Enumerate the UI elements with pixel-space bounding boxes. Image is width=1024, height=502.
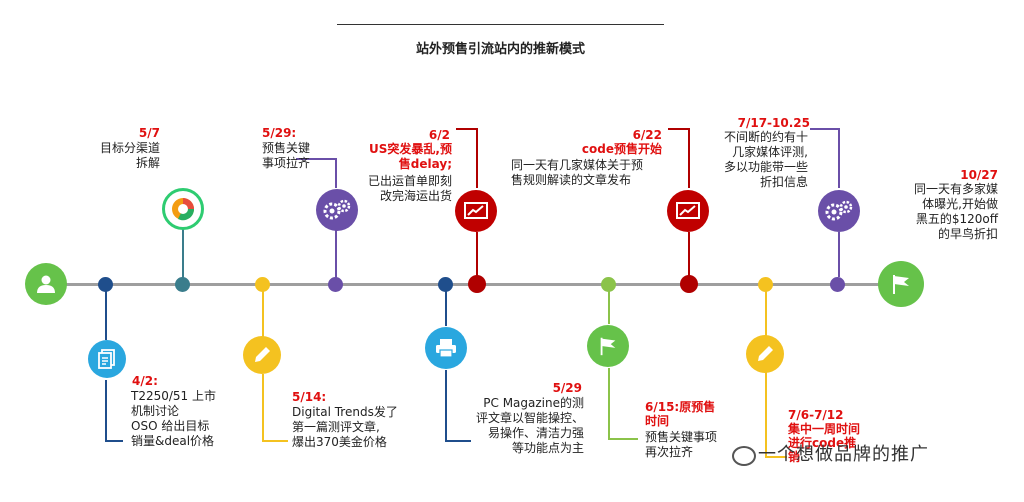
user-icon: [25, 263, 67, 305]
connector-line: [262, 290, 264, 340]
timeline-dot: [98, 277, 113, 292]
connector-line: [688, 128, 690, 188]
connector-line: [765, 290, 767, 336]
timeline-dot: [255, 277, 270, 292]
connector-line: [838, 128, 840, 188]
connector-line: [765, 456, 787, 458]
printer-icon: [425, 327, 467, 369]
connector-line: [262, 440, 288, 442]
connector-line: [810, 128, 839, 130]
event-date: 5/29:: [262, 126, 297, 140]
connector-line: [335, 230, 337, 278]
timeline-dot: [328, 277, 343, 292]
event-text: Digital Trends发了 第一篇测评文章, 爆出370美金价格: [292, 405, 398, 449]
event-text: 同一天有多家媒 体曝光,开始做 黑五的$120off 的早鸟折扣: [913, 182, 998, 241]
timeline-dot: [680, 275, 698, 293]
event-date: 5/14:: [292, 390, 327, 404]
event-text: 目标分渠道 拆解: [99, 141, 160, 170]
connector-line: [445, 290, 447, 326]
connector-line: [105, 380, 107, 440]
flag-icon: [587, 325, 629, 367]
timeline-dot: [601, 277, 616, 292]
connector-line: [445, 440, 471, 442]
event-text: 预售关键 事项拉齐: [262, 141, 311, 170]
connector-line: [456, 128, 477, 130]
timeline-dot: [758, 277, 773, 292]
event-text: PC Magazine的测 评文章以智能操控、 易操作、清洁力强 等功能点为主: [475, 396, 584, 455]
connector-line: [105, 290, 107, 340]
connector-line: [765, 372, 767, 456]
connector-line: [668, 128, 689, 130]
monitor-chart-icon: [455, 190, 497, 232]
connector-line: [445, 370, 447, 440]
connector-line: [476, 128, 478, 188]
watermark: 一个想做品牌的推广: [758, 444, 929, 465]
connector-line: [296, 158, 336, 160]
connector-line: [262, 374, 264, 440]
event-date: 6/2: [428, 128, 450, 142]
event-date: 7/6-7/12 集中一周时间 进行code推 销: [788, 408, 861, 464]
connector-line: [608, 290, 610, 324]
event-red-text: US突发暴乱,预 售delay;: [369, 142, 452, 171]
title-rule: [337, 24, 664, 25]
connector-line: [182, 225, 184, 279]
pie-chart-icon: [162, 188, 204, 230]
connector-line: [476, 232, 478, 277]
pencil-icon: [746, 335, 784, 373]
gears-icon: [316, 189, 358, 231]
connector-line: [105, 440, 123, 442]
document-icon: [88, 340, 126, 378]
event-date: 5/7: [138, 126, 160, 140]
gears-icon: [818, 190, 860, 232]
event-date: 4/2:: [132, 374, 158, 388]
pencil-icon: [243, 336, 281, 374]
connector-line: [688, 232, 690, 277]
event-date: 6/15:原预售 时间: [645, 400, 716, 428]
connector-line: [335, 158, 337, 188]
event-text: 已出运首单即刻 改完海运出货: [367, 174, 452, 203]
wechat-icon: [732, 446, 756, 466]
event-text: 预售关键事项 再次拉齐: [645, 430, 718, 459]
event-text: 不间断的约有十 几家媒体评测, 多以功能带一些 折扣信息: [723, 130, 808, 189]
page-title: 站外预售引流站内的推新模式: [415, 42, 585, 57]
connector-line: [838, 232, 840, 277]
timeline-dot: [438, 277, 453, 292]
event-date: 5/29: [552, 381, 582, 395]
event-red-text: code预售开始: [581, 142, 662, 156]
timeline-dot: [830, 277, 845, 292]
connector-line: [608, 368, 610, 438]
event-text: T2250/51 上市 机制讨论 OSO 给出目标 销量&deal价格: [131, 389, 216, 448]
timeline-dot: [175, 277, 190, 292]
event-text: 同一天有几家媒体关于预 售规则解读的文章发布: [511, 158, 644, 187]
monitor-chart-icon: [667, 190, 709, 232]
event-date: 7/17-10.25: [737, 116, 810, 130]
event-date: 6/22: [632, 128, 662, 142]
connector-line: [608, 438, 638, 440]
timeline-dot: [468, 275, 486, 293]
flag-icon: [878, 261, 924, 307]
event-date: 10/27: [960, 168, 998, 182]
